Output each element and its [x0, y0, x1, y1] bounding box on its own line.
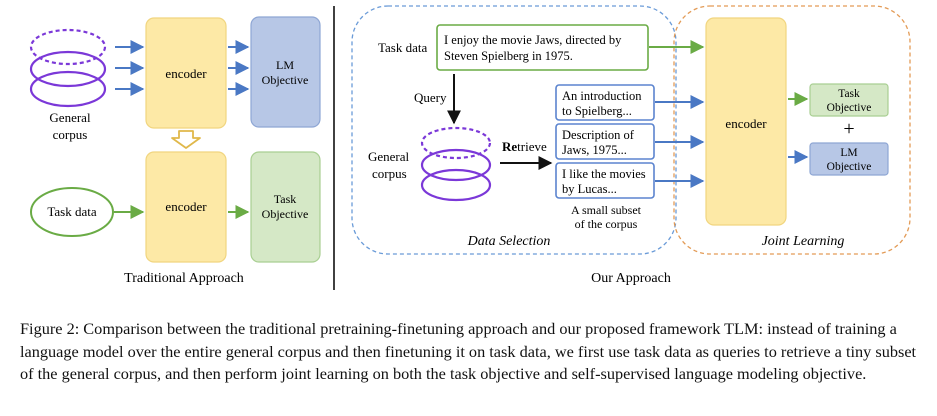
traditional-lm-objective — [250, 16, 321, 128]
retrieved-doc-3-line1: I like the movies — [562, 167, 646, 181]
traditional-encoder-bottom-label: encoder — [165, 199, 207, 214]
query-label: Query — [414, 90, 447, 105]
traditional-encoder-top-label: encoder — [165, 66, 207, 81]
our-task-objective-line2: Objective — [827, 102, 872, 114]
joint-learning-region — [673, 5, 911, 255]
our-lm-objective-line1: LM — [840, 147, 857, 159]
traditional-approach: General corpus encoder LM Objective Task… — [29, 16, 321, 286]
figure-diagram: General corpus encoder LM Objective Task… — [29, 5, 911, 290]
our-corpus-label-line2: corpus — [372, 166, 407, 181]
plus-sign: + — [843, 118, 854, 140]
docs-to-encoder-arrows — [655, 95, 705, 188]
traditional-lm-objective-line1: LM — [276, 58, 294, 72]
traditional-task-data-ellipse — [30, 187, 114, 237]
our-task-data-label: Task data — [378, 40, 427, 55]
encoder-to-lm-arrows — [228, 40, 250, 96]
general-corpus-stack-icon — [29, 28, 107, 108]
retrieved-doc-2-line2: Jaws, 1975... — [562, 143, 627, 157]
traditional-task-objective-line2: Objective — [262, 207, 309, 221]
traditional-task-objective — [250, 151, 321, 263]
our-task-objective-line1: Task — [838, 88, 860, 100]
our-approach-caption: Our Approach — [591, 271, 671, 286]
our-lm-objective — [809, 142, 889, 176]
task-data-text-box — [436, 24, 649, 71]
subset-label-line2: of the corpus — [575, 217, 638, 231]
traditional-task-data-label: Task data — [47, 204, 96, 219]
traditional-task-objective-line1: Task — [274, 192, 297, 206]
traditional-encoder-top — [145, 17, 227, 129]
task-data-text-line2: Steven Spielberg in 1975. — [444, 49, 573, 63]
our-corpus-label-line1: General — [368, 149, 410, 164]
hollow-down-arrow-icon — [171, 130, 201, 149]
traditional-corpus-label-line2: corpus — [53, 127, 88, 142]
our-lm-objective-line2: Objective — [827, 161, 872, 173]
retrieved-doc-2-line1: Description of — [562, 128, 635, 142]
retrieved-doc-1: An introduction to Spielberg... — [555, 84, 655, 121]
our-general-corpus-stack-icon — [420, 126, 492, 202]
retrieved-doc-3-line2: by Lucas... — [562, 182, 617, 196]
our-task-objective — [809, 83, 889, 117]
our-encoder — [705, 17, 787, 226]
joint-learning-label: Joint Learning — [762, 234, 845, 249]
corpus-to-encoder-arrows — [115, 40, 145, 96]
data-selection-label: Data Selection — [467, 234, 551, 249]
our-encoder-label: encoder — [725, 116, 767, 131]
traditional-approach-caption: Traditional Approach — [124, 271, 244, 286]
retrieved-doc-2: Description of Jaws, 1975... — [555, 123, 655, 160]
traditional-encoder-bottom — [145, 151, 227, 263]
traditional-corpus-label-line1: General — [49, 110, 91, 125]
retrieved-doc-1-line2: to Spielberg... — [562, 104, 632, 118]
retrieved-doc-3: I like the movies by Lucas... — [555, 162, 655, 199]
our-approach: Task data I enjoy the movie Jaws, direct… — [351, 5, 911, 286]
retrieved-doc-1-line1: An introduction — [562, 89, 642, 103]
data-selection-region — [351, 5, 677, 255]
retrieve-label: Retrieve — [502, 139, 547, 154]
traditional-lm-objective-line2: Objective — [262, 73, 309, 87]
subset-label-line1: A small subset — [571, 203, 642, 217]
task-data-text-line1: I enjoy the movie Jaws, directed by — [444, 33, 622, 47]
figure-caption: Figure 2: Comparison between the traditi… — [20, 319, 917, 383]
